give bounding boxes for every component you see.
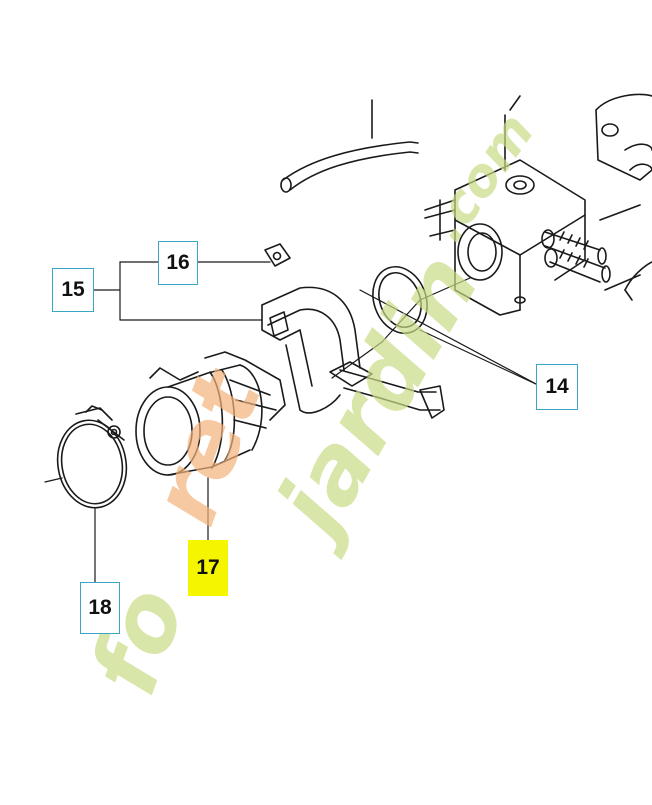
intake-manifold <box>135 351 286 476</box>
hose-clamp <box>56 405 128 509</box>
callout-14: 14 <box>536 364 578 410</box>
mount-bracket <box>261 286 445 419</box>
watermark-ret: ret <box>130 355 283 537</box>
fuel-hose <box>280 99 419 193</box>
carburetor <box>424 95 586 316</box>
gasket-ring <box>372 266 428 334</box>
leader-lines <box>44 261 539 583</box>
callout-16: 16 <box>158 241 198 285</box>
callout-15: 15 <box>52 268 94 312</box>
watermark-com: .com <box>416 103 546 253</box>
watermark-jardin: jardin <box>250 236 500 561</box>
callout-18: 18 <box>80 582 120 634</box>
adjustment-screws <box>541 204 641 291</box>
square-nut <box>264 243 291 267</box>
callout-17: 17 <box>188 540 228 596</box>
